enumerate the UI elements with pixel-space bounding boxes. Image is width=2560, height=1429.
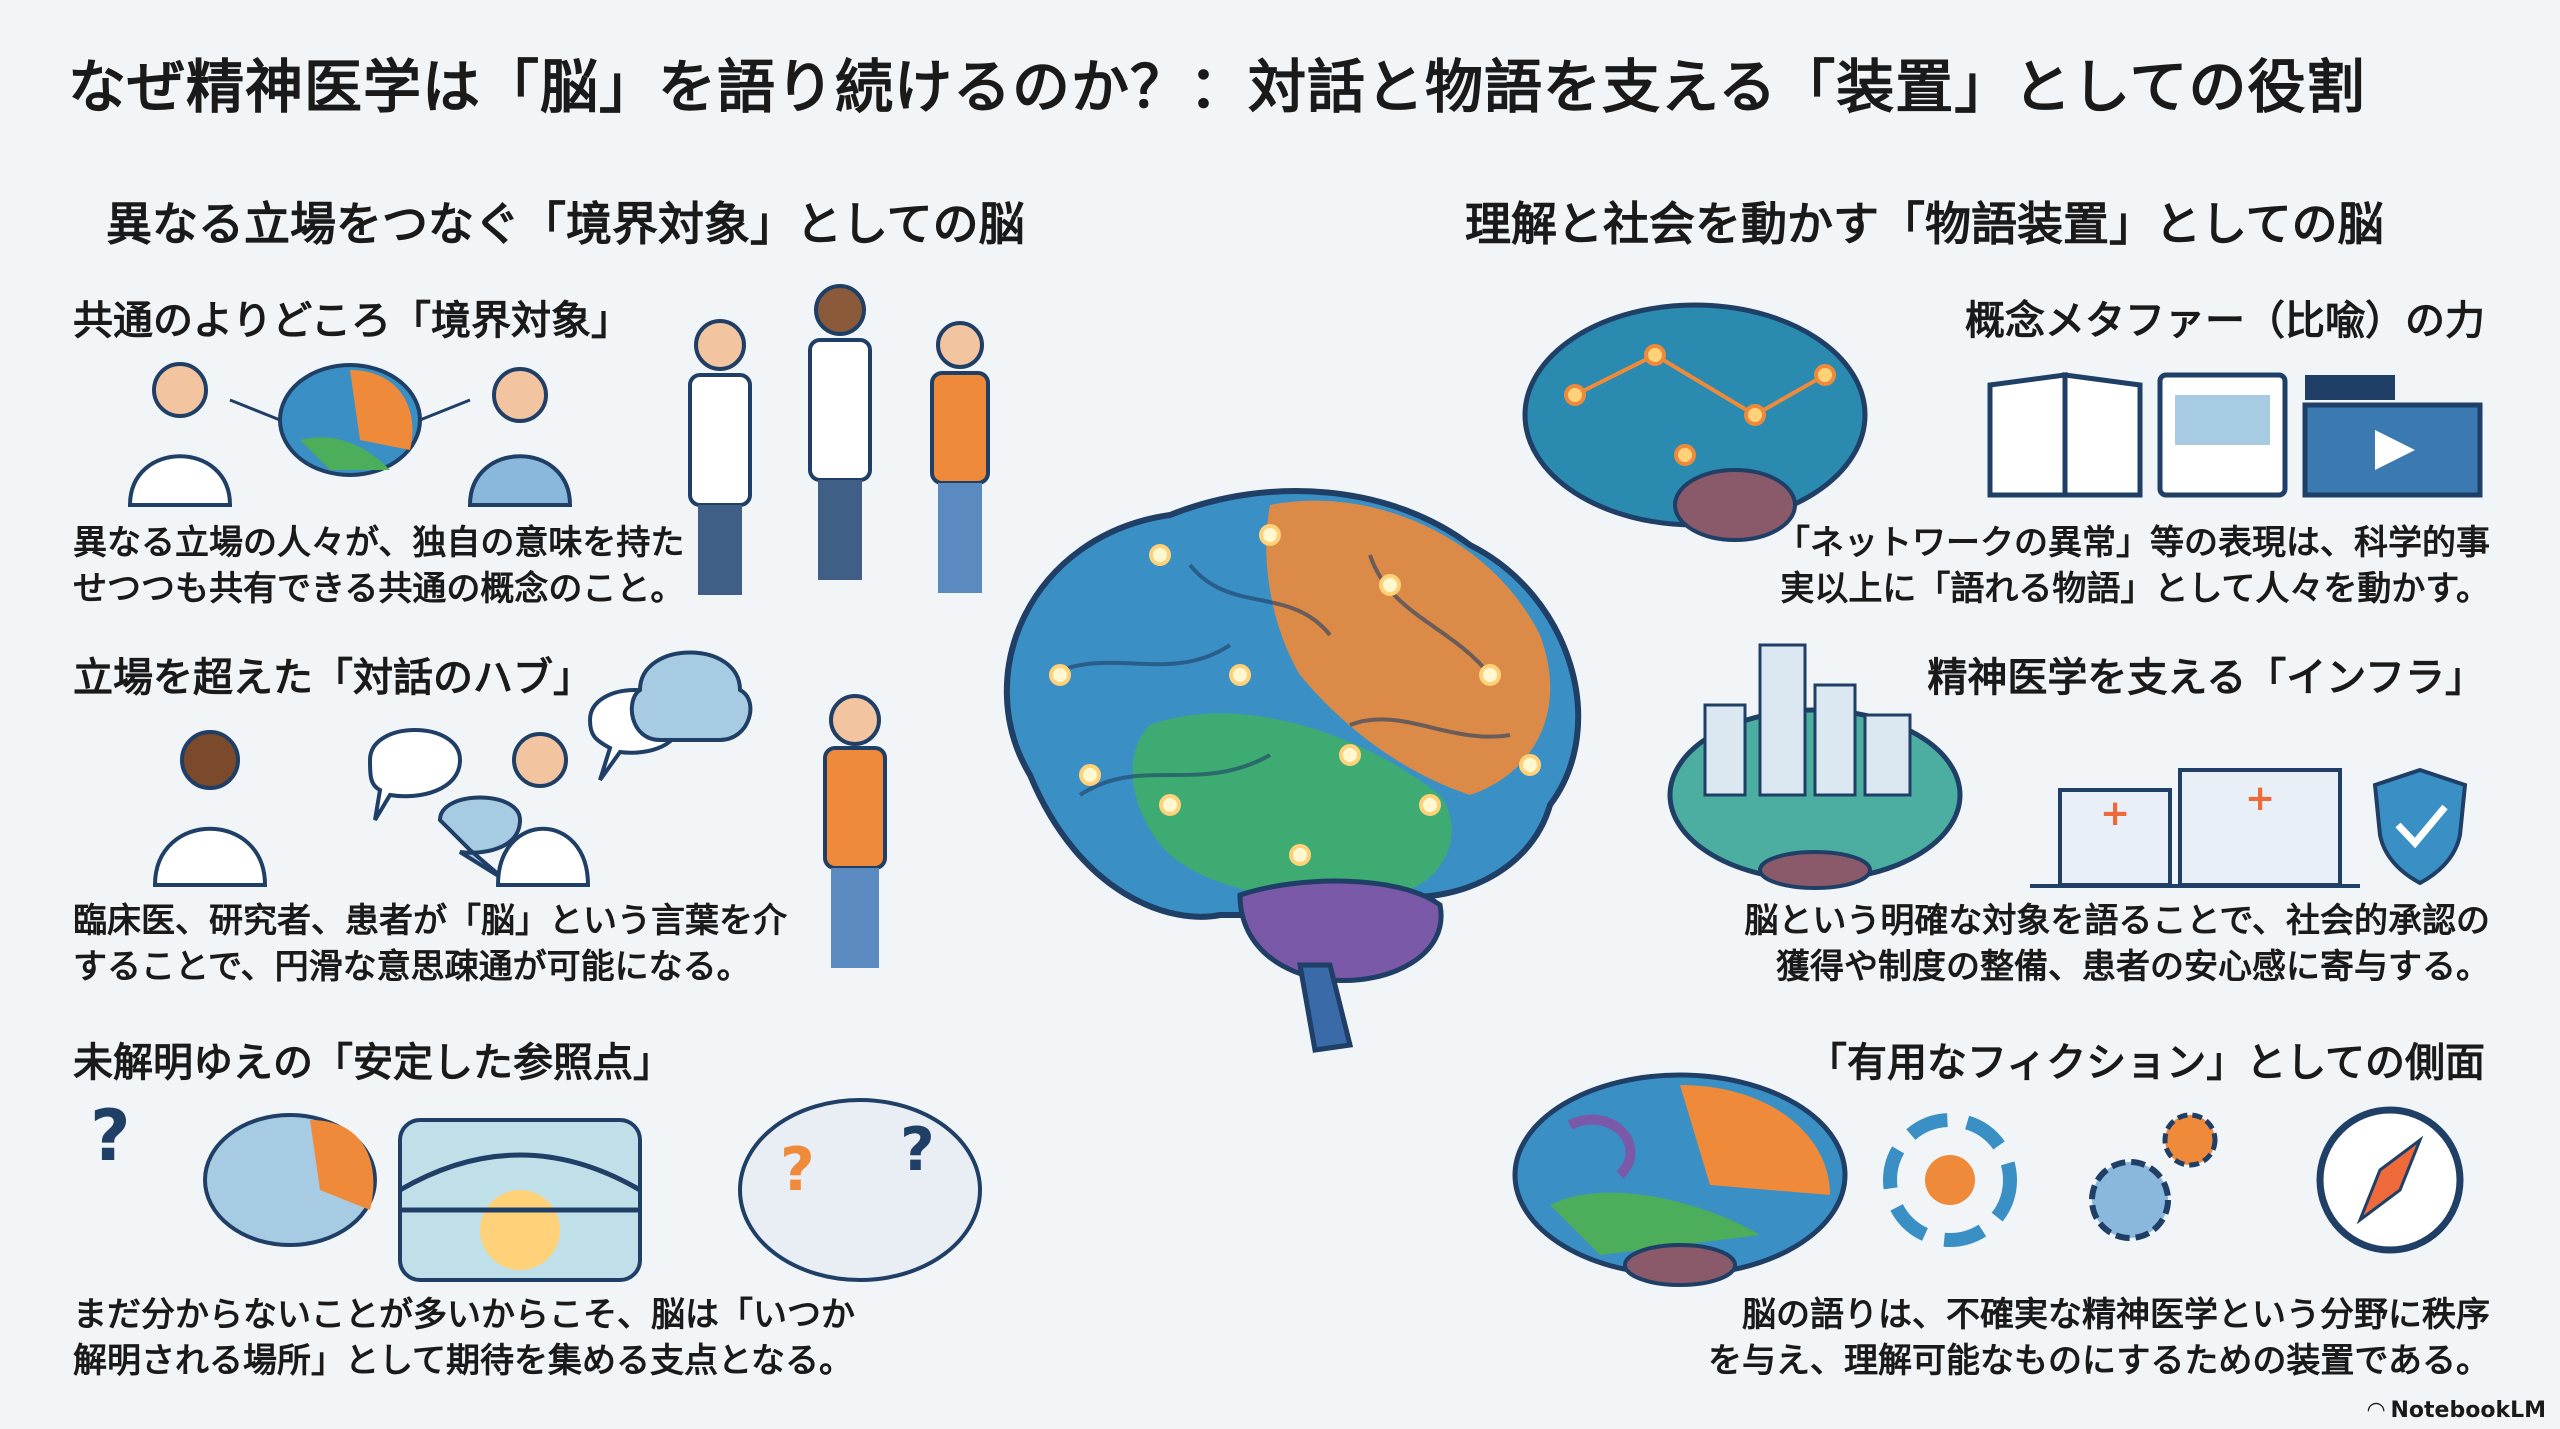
city-brain-illustration xyxy=(1667,643,1963,890)
useful-fiction-title: 「有用なフィクション」としての側面 xyxy=(1807,1040,2485,1086)
gears-icon xyxy=(2089,1112,2218,1241)
boundary-object-title: 共通のよりどころ「境界対象」 xyxy=(73,298,631,344)
notebooklm-icon: ◠ xyxy=(2367,1398,2385,1423)
page-title: なぜ精神医学は「脳」を語り続けるのか？：対話と物語を支える「装置」としての役割 xyxy=(68,53,2366,121)
infrastructure-title: 精神医学を支える「インフラ」 xyxy=(1927,655,2485,701)
hospital-shield-illustration: + + xyxy=(2030,768,2360,888)
reference-point-title: 未解明ゆえの「安定した参照点」 xyxy=(73,1040,673,1086)
left-section-heading: 異なる立場をつなぐ「境界対象」としての脳 xyxy=(106,197,1025,251)
body-line: 脳という明確な対象を語ることで、社会的承認の xyxy=(1744,901,2490,941)
logo-text: NotebookLM xyxy=(2390,1398,2546,1423)
reference-point-body: まだ分からないことが多いからこそ、脳は「いつか 解明される場所」として期待を集め… xyxy=(73,1292,855,1384)
svg-text:+: + xyxy=(2100,793,2130,834)
boundary-object-body: 異なる立場の人々が、独自の意味を持た せつつも共有できる共通の概念のこと。 xyxy=(73,520,684,612)
body-line: 異なる立場の人々が、独自の意味を持た xyxy=(73,523,685,563)
svg-text:?: ? xyxy=(900,1115,935,1185)
people-and-brain-icon xyxy=(127,362,573,507)
metaphor-body: 「ネットワークの異常」等の表現は、科学的事 実以上に「語れる物語」として人々を動… xyxy=(1776,520,2490,612)
body-line: 臨床医、研究者、患者が「脳」という言葉を介 xyxy=(73,901,787,941)
book-icon xyxy=(1987,372,2143,498)
metaphor-title: 概念メタファー（比喩）の力 xyxy=(1965,298,2485,344)
body-line: することで、円滑な意思疎通が可能になる。 xyxy=(73,947,751,987)
dialogue-hub-title: 立場を超えた「対話のハブ」 xyxy=(73,655,593,701)
useful-fiction-body: 脳の語りは、不確実な精神医学という分野に秩序 を与え、理解可能なものにするための… xyxy=(1708,1292,2490,1384)
body-line: 獲得や制度の整備、患者の安心感に寄与する。 xyxy=(1776,947,2490,987)
film-clapper-icon xyxy=(2302,375,2483,498)
diagram-screen-icon xyxy=(2157,372,2288,498)
body-line: まだ分からないことが多いからこそ、脳は「いつか xyxy=(73,1295,855,1335)
body-line: を与え、理解可能なものにするための装置である。 xyxy=(1708,1341,2490,1381)
shield-check-icon xyxy=(2372,767,2468,886)
swirl-brain-illustration xyxy=(1512,1072,1848,1287)
svg-text:+: + xyxy=(2245,778,2275,819)
metaphor-icons xyxy=(1987,372,2483,498)
dialogue-hub-illustration xyxy=(152,650,887,968)
right-section-heading: 理解と社会を動かす「物語装置」としての脳 xyxy=(1465,197,2384,251)
infrastructure-body: 脳という明確な対象を語ることで、社会的承認の 獲得や制度の整備、患者の安心感に寄… xyxy=(1744,898,2490,990)
network-brain-illustration xyxy=(1522,302,1868,542)
clinicians-talking-illustration xyxy=(688,284,990,595)
svg-text:?: ? xyxy=(90,1095,131,1177)
body-line: 脳の語りは、不確実な精神医学という分野に秩序 xyxy=(1742,1295,2490,1335)
neuron-nodes xyxy=(1049,524,1541,866)
swirl-icon xyxy=(1883,1113,2017,1247)
body-line: 「ネットワークの異常」等の表現は、科学的事 xyxy=(1776,523,2490,563)
reference-point-illustration: ? ? ? xyxy=(90,1095,982,1282)
dialogue-hub-body: 臨床医、研究者、患者が「脳」という言葉を介 することで、円滑な意思疎通が可能にな… xyxy=(73,898,787,990)
notebooklm-logo: ◠ NotebookLM xyxy=(2368,1398,2546,1423)
body-line: 実以上に「語れる物語」として人々を動かす。 xyxy=(1780,569,2490,609)
fiction-icons xyxy=(1883,1106,2464,1254)
central-brain-illustration xyxy=(1004,488,1582,1053)
compass-icon xyxy=(2316,1106,2464,1254)
body-line: せつつも共有できる共通の概念のこと。 xyxy=(73,569,685,609)
svg-text:?: ? xyxy=(780,1135,815,1205)
body-line: 解明される場所」として期待を集める支点となる。 xyxy=(73,1341,853,1381)
